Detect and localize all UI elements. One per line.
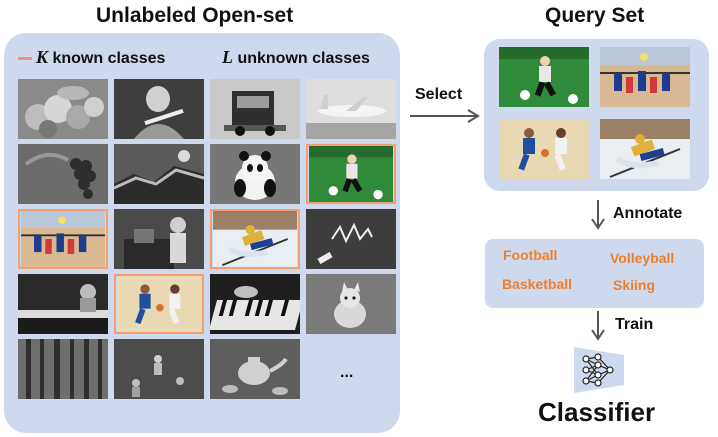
query-image-skiing [600, 118, 690, 180]
legend-unknown-symbol: L [222, 47, 233, 67]
train-step-label: Train [615, 316, 654, 333]
image-kitchen-sink [114, 209, 204, 269]
image-piano-keys [210, 274, 300, 334]
image-football-known [306, 144, 396, 204]
annotate-arrow-icon [591, 200, 605, 230]
query-set-title: Query Set [545, 4, 645, 27]
neural-network-icon [574, 347, 624, 393]
image-skiing-known [210, 209, 300, 269]
known-legend-swatch [18, 57, 32, 60]
legend-unknown-text: unknown classes [233, 50, 370, 67]
class-label-volleyball: Volleyball [610, 250, 675, 266]
legend-known-classes: K known classes [36, 47, 165, 68]
image-airplane [306, 79, 396, 139]
class-label-football: Football [503, 247, 558, 263]
select-arrow-icon [410, 109, 480, 123]
image-chalkboard [306, 209, 396, 269]
image-fruits [18, 79, 108, 139]
legend-known-symbol: K [36, 47, 49, 67]
image-truck [210, 79, 300, 139]
image-bamboo-forest [18, 339, 108, 399]
open-set-title: Unlabeled Open-set [96, 4, 294, 27]
image-cat [306, 274, 396, 334]
annotate-step-label: Annotate [613, 205, 683, 222]
query-image-volleyball [600, 47, 690, 107]
class-label-basketball: Basketball [502, 276, 573, 292]
more-images-ellipsis: ... [340, 364, 354, 381]
image-teapot [210, 339, 300, 399]
legend-unknown-classes: L unknown classes [222, 47, 370, 68]
class-labels-panel [485, 239, 704, 308]
image-grapes [18, 144, 108, 204]
select-step-label: Select [415, 86, 463, 103]
image-violinist [114, 79, 204, 139]
classifier-label: Classifier [538, 397, 656, 427]
image-basketball-known [114, 274, 204, 334]
legend-known-text: known classes [48, 50, 166, 67]
image-acrobats [114, 339, 204, 399]
image-great-wall [114, 144, 204, 204]
image-volleyball-known [18, 209, 108, 269]
query-image-basketball [499, 118, 589, 180]
image-panda [210, 144, 300, 204]
query-image-football [499, 47, 589, 107]
class-label-skiing: Skiing [613, 277, 656, 293]
train-arrow-icon [591, 311, 605, 341]
image-piano-player [18, 274, 108, 334]
